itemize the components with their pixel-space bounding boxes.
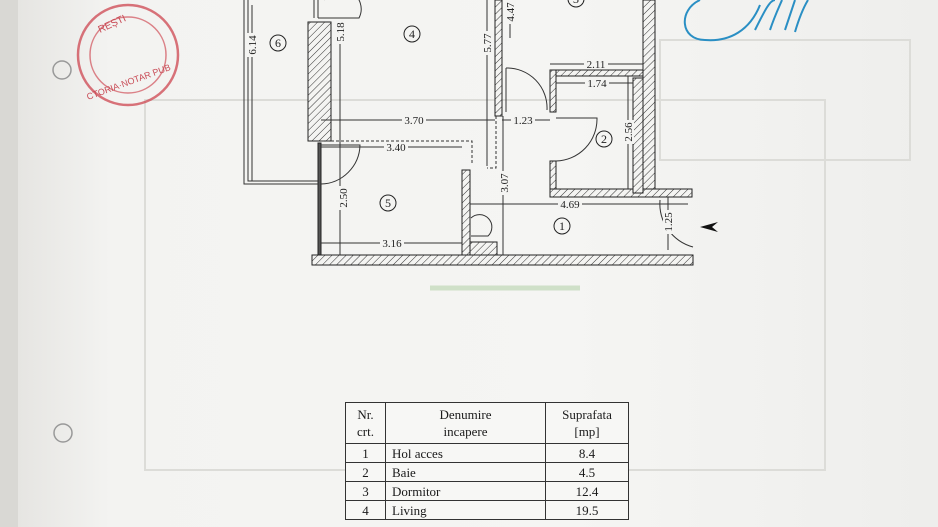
room-label-4: 4 xyxy=(409,27,415,41)
header-area: Suprafata [mp] xyxy=(545,402,629,444)
dim-3-40: 3.40 xyxy=(386,142,406,154)
dim-3-16: 3.16 xyxy=(382,238,402,250)
room-label-2: 2 xyxy=(601,132,607,146)
room-label-5: 5 xyxy=(385,196,391,210)
cell-name: Living xyxy=(385,500,546,520)
cell-nr: 4 xyxy=(345,500,386,520)
svg-text:REȘTI: REȘTI xyxy=(97,13,128,35)
table-header-row: Nr. crt. Denumire incapere Suprafata [mp] xyxy=(345,402,629,444)
room-labels: 6 4 5 1 2 3 xyxy=(269,0,613,235)
cell-area: 19.5 xyxy=(545,500,629,520)
cell-name: Dormitor xyxy=(385,481,546,501)
dim-3-07: 3.07 xyxy=(499,173,511,193)
cell-area: 12.4 xyxy=(545,481,629,501)
svg-text:CTORIA·NOTAR PUB: CTORIA·NOTAR PUB xyxy=(85,62,172,102)
room-label-1: 1 xyxy=(559,219,565,233)
punch-hole xyxy=(52,60,72,80)
signature xyxy=(683,0,809,42)
header-nr: Nr. crt. xyxy=(345,402,386,444)
cell-nr: 1 xyxy=(345,443,386,463)
dim-4-69: 4.69 xyxy=(560,199,580,211)
header-text: [mp] xyxy=(574,424,600,439)
header-text: crt. xyxy=(357,424,374,439)
dim-5-77: 5.77 xyxy=(482,33,494,53)
dim-2-50: 2.50 xyxy=(338,188,350,208)
dim-4-47: 4.47 xyxy=(505,2,517,22)
header-text: Denumire xyxy=(439,407,492,422)
header-text: Nr. xyxy=(357,407,374,422)
dim-2-56: 2.56 xyxy=(623,122,635,142)
cell-nr: 2 xyxy=(345,462,386,482)
dim-5-18: 5.18 xyxy=(335,22,347,42)
entrance-arrow-icon xyxy=(700,222,718,232)
room-area-table: Nr. crt. Denumire incapere Suprafata [mp] 1… xyxy=(345,402,629,520)
cell-area: 4.5 xyxy=(545,462,629,482)
header-text: Suprafata xyxy=(562,407,612,422)
dim-1-23: 1.23 xyxy=(513,115,533,127)
room-label-3: 3 xyxy=(573,0,579,6)
header-name: Denumire incapere xyxy=(385,402,546,444)
dim-6-14: 6.14 xyxy=(247,35,259,55)
dim-3-70: 3.70 xyxy=(404,115,424,127)
notary-stamp: REȘTI CTORIA·NOTAR PUB xyxy=(76,3,180,107)
cell-name: Hol acces xyxy=(385,443,546,463)
walls xyxy=(307,0,694,266)
dim-2-11: 2.11 xyxy=(587,59,606,71)
room-label-6: 6 xyxy=(275,36,281,50)
header-text: incapere xyxy=(443,424,488,439)
cell-nr: 3 xyxy=(345,481,386,501)
cell-area: 8.4 xyxy=(545,443,629,463)
dim-1-74: 1.74 xyxy=(587,78,607,90)
dimension-labels: 6.14 5.18 5.77 4.47 2.56 2.50 3.07 1.25 … xyxy=(247,0,675,250)
dim-1-25: 1.25 xyxy=(663,212,675,232)
cell-name: Baie xyxy=(385,462,546,482)
punch-hole xyxy=(53,423,73,443)
